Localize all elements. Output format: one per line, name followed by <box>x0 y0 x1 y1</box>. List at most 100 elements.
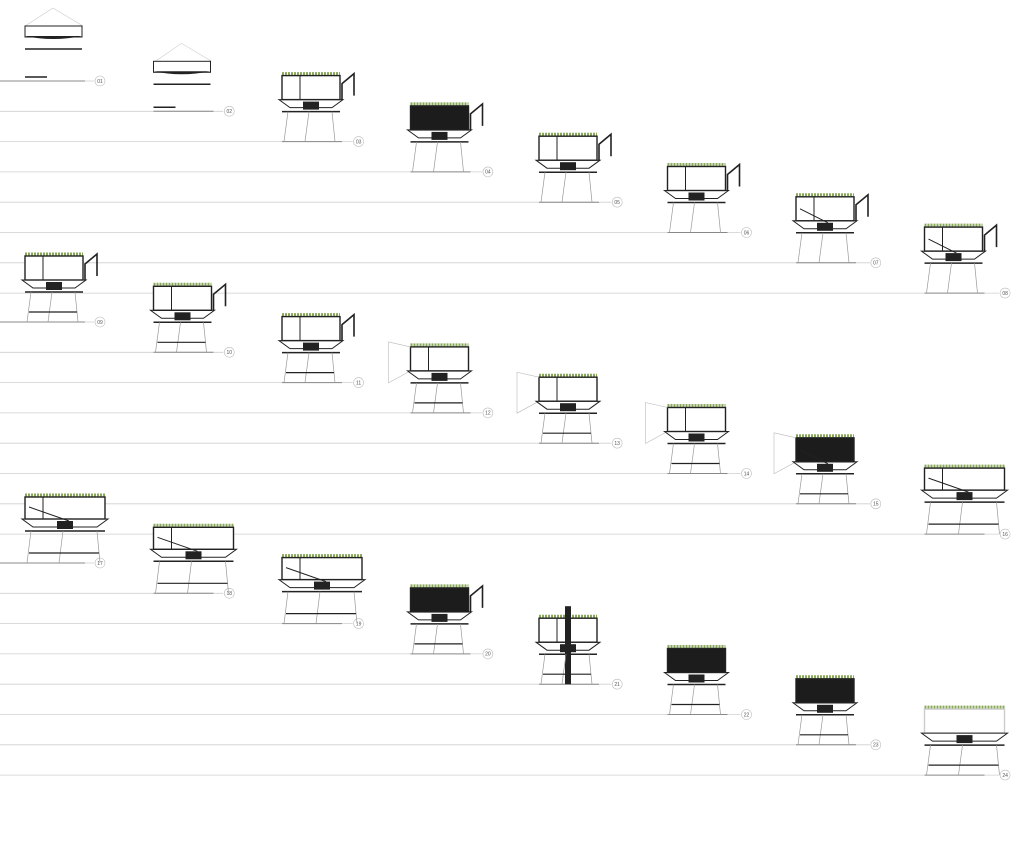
stage-02: 02 <box>0 42 235 117</box>
base-platform <box>534 641 602 651</box>
core <box>303 101 319 110</box>
support-leg <box>588 654 593 685</box>
stage-number-label: 18 <box>227 591 233 597</box>
habitable-volume <box>538 135 598 161</box>
core <box>688 192 705 201</box>
core <box>945 253 962 262</box>
support-leg <box>353 591 358 624</box>
base-platform <box>20 518 110 528</box>
stage-14: 14 <box>0 402 752 479</box>
stage-number-label: 14 <box>744 471 750 477</box>
core <box>817 704 833 713</box>
stage-number-circle <box>611 678 623 690</box>
base-platform <box>405 129 474 139</box>
support-leg <box>283 591 289 624</box>
stage-06: 06 <box>0 162 752 238</box>
core <box>817 222 833 231</box>
core <box>560 162 576 171</box>
canopy-wing <box>726 162 741 191</box>
support-leg <box>460 141 464 172</box>
support-leg <box>947 263 952 294</box>
stage-21: 21 <box>0 606 623 690</box>
support-leg <box>58 530 64 564</box>
core <box>57 521 73 529</box>
support-leg <box>797 714 803 745</box>
support-leg <box>155 561 160 594</box>
base-platform <box>919 489 1010 499</box>
stage-number-label: 21 <box>614 682 620 688</box>
support-leg <box>926 745 931 776</box>
hull <box>153 71 211 75</box>
stage-18: 18 <box>0 523 239 599</box>
stage-number-label: 16 <box>1002 532 1008 538</box>
cable <box>155 42 212 62</box>
support-leg <box>669 443 674 474</box>
cable <box>24 7 84 27</box>
habitable-volume <box>795 196 855 222</box>
support-leg <box>433 623 438 654</box>
stage-number-circle <box>482 407 494 419</box>
habitable-volume <box>923 467 1006 491</box>
support-leg <box>690 202 695 233</box>
stage-number-circle <box>611 196 623 208</box>
support-leg <box>283 352 289 383</box>
support-leg <box>818 714 824 745</box>
support-leg <box>818 473 824 504</box>
support-leg <box>717 684 721 715</box>
hanging-volume <box>153 60 211 73</box>
support-leg <box>176 322 181 353</box>
support-leg <box>669 202 674 233</box>
stage-number-label: 12 <box>485 411 491 417</box>
support-leg <box>304 111 310 142</box>
core <box>688 674 705 683</box>
stage-number-label: 20 <box>485 652 491 658</box>
stage-number-label: 11 <box>356 380 361 386</box>
stage-13: 13 <box>0 371 623 449</box>
core <box>314 581 330 590</box>
stage-07: 07 <box>0 193 882 269</box>
habitable-volume <box>538 376 598 402</box>
support-leg <box>47 291 53 323</box>
canopy-wing <box>855 193 869 221</box>
stage-22: 22 <box>0 645 752 720</box>
stage-number-circle <box>353 136 364 147</box>
support-leg <box>845 473 850 504</box>
support-leg <box>561 413 567 444</box>
support-leg <box>315 591 321 624</box>
stage-number-label: 02 <box>227 109 233 115</box>
support-leg <box>588 172 593 203</box>
base-platform <box>405 611 474 621</box>
core <box>174 312 191 321</box>
support-leg <box>845 232 850 263</box>
stage-10: 10 <box>0 282 235 358</box>
glass-wing <box>516 371 540 414</box>
base-platform <box>277 340 345 350</box>
stage-23: 23 <box>0 675 882 751</box>
base-platform <box>277 579 367 589</box>
support-leg <box>540 654 546 685</box>
core <box>431 372 448 381</box>
stage-number-circle <box>741 227 752 238</box>
support-leg <box>74 291 79 323</box>
support-leg <box>588 413 593 444</box>
support-leg <box>412 141 417 172</box>
base-platform <box>791 461 859 471</box>
canopy-wing <box>983 223 998 252</box>
stage-03: 03 <box>0 71 364 147</box>
support-leg <box>331 352 336 383</box>
habitable-volume <box>923 708 1006 734</box>
stage-number-label: 05 <box>614 200 620 206</box>
habitable-volume <box>24 496 106 520</box>
stage-number-label: 22 <box>744 712 750 718</box>
habitable-volume <box>923 226 984 252</box>
stage-09: 09 <box>0 252 106 328</box>
stage-number-circle <box>224 346 235 358</box>
core <box>431 613 448 622</box>
support-leg <box>561 172 567 203</box>
support-leg <box>996 502 1000 535</box>
support-leg <box>26 291 32 323</box>
stage-number-circle <box>999 769 1011 781</box>
hull <box>25 36 82 39</box>
habitable-volume <box>409 346 470 372</box>
support-leg <box>433 382 438 413</box>
